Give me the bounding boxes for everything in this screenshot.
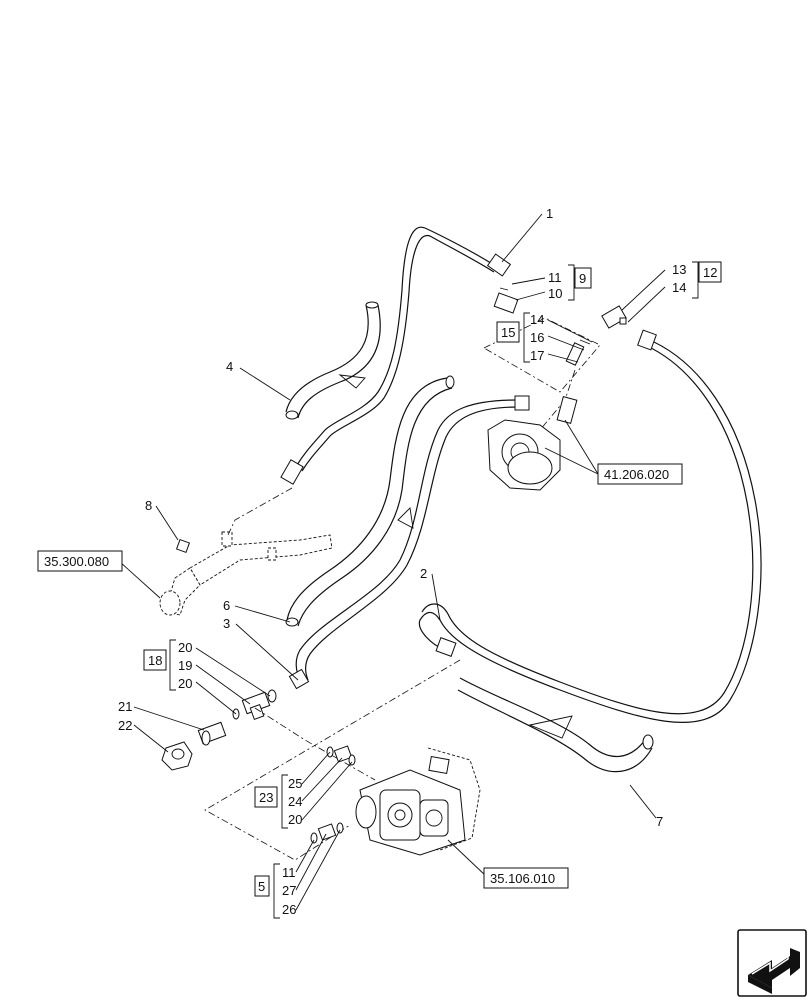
hydraulic-pump <box>355 747 481 856</box>
cap-22 <box>161 741 193 771</box>
group-box-12 <box>698 261 722 283</box>
part-labels: 1 11 10 9 13 14 12 14 16 17 15 4 8 6 3 2… <box>118 206 722 917</box>
callout-4: 4 <box>226 359 233 374</box>
callout-12: 12 <box>703 265 717 280</box>
pipe-assembly-35300080 <box>159 487 333 616</box>
assembly-group-15-outline <box>483 317 601 393</box>
group-box-15 <box>496 321 520 343</box>
hose-6 <box>285 375 455 627</box>
callout-18: 18 <box>148 653 162 668</box>
connector-21 <box>197 721 227 746</box>
callout-20-b: 20 <box>178 676 192 691</box>
callout-24: 24 <box>288 794 302 809</box>
reference-box-35106010 <box>483 867 569 889</box>
leader-lines <box>119 213 666 911</box>
reference-41206020: 41.206.020 <box>604 467 669 482</box>
reference-35106010: 35.106.010 <box>490 871 555 886</box>
callout-20-c: 20 <box>288 812 302 827</box>
callout-16: 16 <box>530 330 544 345</box>
callout-14-top: 14 <box>672 280 686 295</box>
guide-line-18 <box>254 707 376 781</box>
callout-25: 25 <box>288 776 302 791</box>
adapter-fitting-10 <box>493 287 519 314</box>
group-box-5 <box>254 875 270 897</box>
callout-27: 27 <box>282 883 296 898</box>
next-page-arrow-icon[interactable] <box>737 929 807 997</box>
group-box-9 <box>574 267 592 289</box>
callout-1: 1 <box>546 206 553 221</box>
steering-motor <box>487 395 578 491</box>
hose-4 <box>285 301 381 420</box>
reference-labels: 41.206.020 35.300.080 35.106.010 <box>37 463 683 889</box>
callout-26: 26 <box>282 902 296 917</box>
callout-10: 10 <box>548 286 562 301</box>
callout-3: 3 <box>223 616 230 631</box>
callout-22: 22 <box>118 718 132 733</box>
brackets <box>169 261 699 919</box>
callout-11-top: 11 <box>548 270 562 285</box>
reference-box-41206020 <box>597 463 683 485</box>
callout-17: 17 <box>530 348 544 363</box>
callout-20-a: 20 <box>178 640 192 655</box>
callout-6: 6 <box>223 598 230 613</box>
callout-15: 15 <box>501 325 515 340</box>
callout-7: 7 <box>656 814 663 829</box>
callout-23: 23 <box>259 790 273 805</box>
hose-7 <box>457 677 654 773</box>
hose-1 <box>280 226 512 485</box>
callout-14-mid: 14 <box>530 312 544 327</box>
callout-2: 2 <box>420 566 427 581</box>
tee-fitting-19 <box>232 689 277 720</box>
hose-2 <box>418 329 762 723</box>
callout-21: 21 <box>118 699 132 714</box>
callout-5: 5 <box>258 879 265 894</box>
callout-11-bottom: 11 <box>282 865 296 880</box>
fitting-5-group <box>310 822 344 844</box>
callout-13: 13 <box>672 262 686 277</box>
callout-9: 9 <box>579 271 586 286</box>
group-box-18 <box>143 649 167 671</box>
fitting-23-group <box>326 745 356 766</box>
assembly-group-23-outline <box>204 659 461 861</box>
group-box-23 <box>254 786 278 808</box>
elbow-fitting-13 <box>601 305 627 329</box>
reference-box-35300080 <box>37 550 123 572</box>
hose-3 <box>288 395 530 690</box>
reference-35300080: 35.300.080 <box>44 554 109 569</box>
callout-19: 19 <box>178 658 192 673</box>
callout-8: 8 <box>145 498 152 513</box>
